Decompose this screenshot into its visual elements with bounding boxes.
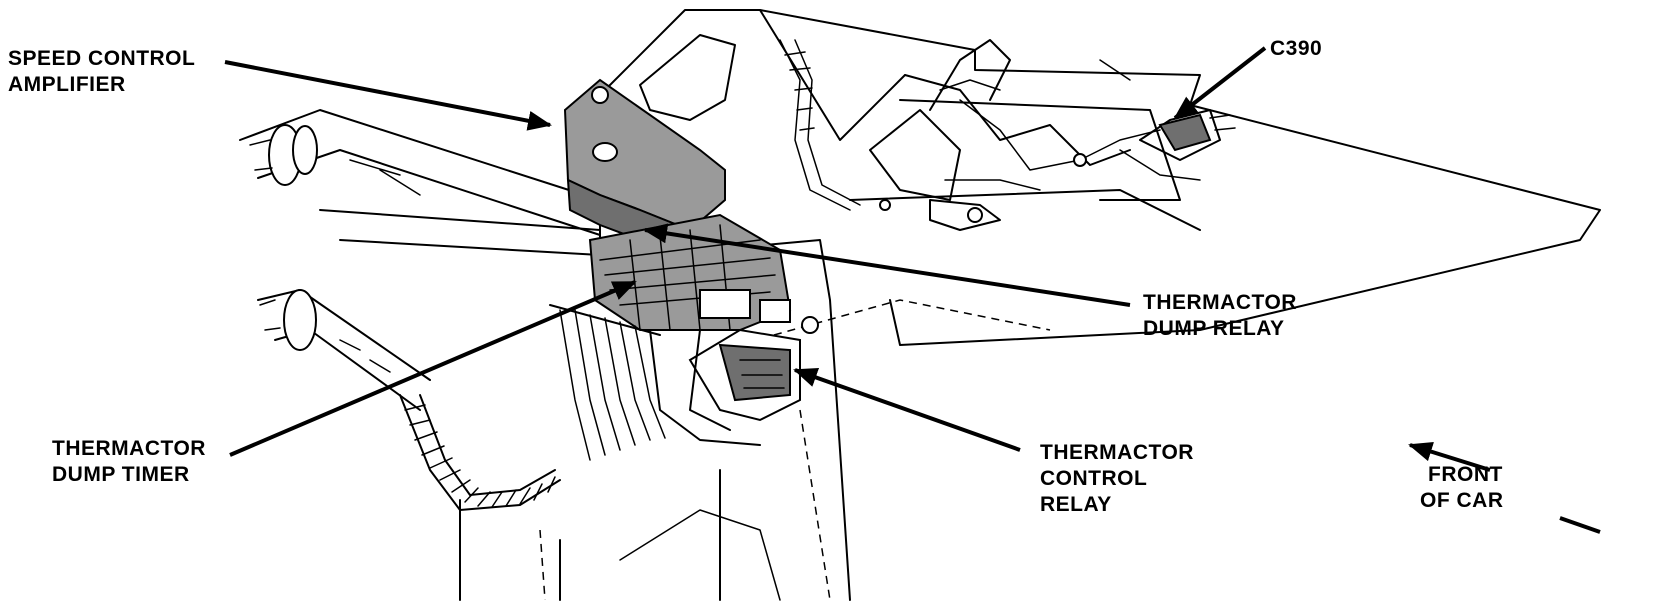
wire-bundle: [549, 304, 666, 461]
upper-harness-tube: [239, 109, 601, 256]
label-front-of-car-line2: OF CAR: [1420, 489, 1504, 512]
label-thermactor-dump-timer-line2: DUMP TIMER: [52, 463, 190, 486]
c390-connector-assembly: [869, 39, 1236, 231]
label-thermactor-dump-relay: THERMACTOR DUMP RELAY: [1143, 290, 1297, 342]
label-thermactor-control-relay: THERMACTOR CONTROL RELAY: [1040, 440, 1194, 518]
label-front-of-car-line1: FRONT: [1428, 463, 1503, 486]
relay-cluster: [588, 213, 819, 334]
label-speed-control-amplifier-line1: SPEED CONTROL: [8, 47, 196, 70]
label-thermactor-dump-timer-line1: THERMACTOR: [52, 437, 206, 460]
label-thermactor-dump-timer: THERMACTOR DUMP TIMER: [52, 436, 206, 488]
label-thermactor-control-relay-line3: RELAY: [1040, 493, 1112, 516]
lower-harness-tube: [257, 289, 431, 411]
label-thermactor-control-relay-line2: CONTROL: [1040, 467, 1148, 490]
corrugated-harness: [399, 394, 561, 511]
label-speed-control-amplifier-line2: AMPLIFIER: [8, 73, 126, 96]
leader-lines: [224, 46, 1601, 534]
label-speed-control-amplifier: SPEED CONTROL AMPLIFIER: [8, 46, 195, 98]
thermactor-control-relay-unit: [649, 328, 801, 446]
label-thermactor-dump-relay-line1: THERMACTOR: [1143, 291, 1297, 314]
amplifier-cable: [779, 39, 861, 211]
label-c390: C390: [1270, 36, 1322, 62]
leader-speed-control-amplifier: [224, 60, 552, 131]
leader-thermactor-dump-relay: [643, 223, 1131, 307]
label-front-of-car: FRONT OF CAR: [1420, 462, 1504, 514]
leader-c390: [1173, 46, 1267, 120]
front-of-car-arrow: [1408, 442, 1491, 472]
leader-thermactor-dump-timer: [229, 280, 637, 457]
mounting-bracket: [599, 9, 1601, 351]
label-thermactor-control-relay-line1: THERMACTOR: [1040, 441, 1194, 464]
label-thermactor-dump-relay-line2: DUMP RELAY: [1143, 317, 1285, 340]
front-of-car-tail: [1559, 516, 1601, 534]
leader-thermactor-control-relay: [793, 367, 1021, 452]
label-c390-text: C390: [1270, 37, 1323, 60]
